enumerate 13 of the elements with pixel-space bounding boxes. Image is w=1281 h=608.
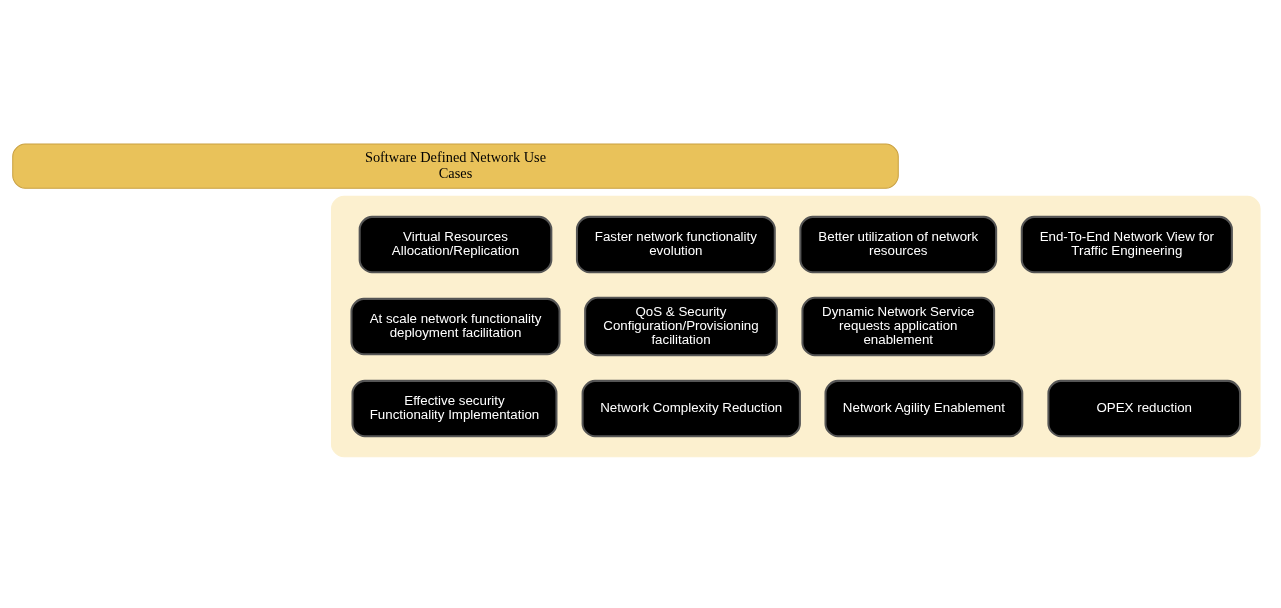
node-box: Dynamic Network Service requests application enablement bbox=[801, 296, 996, 356]
node-box: At scale network functionality deployment facilitation bbox=[350, 297, 561, 355]
node-box: OPEX reduction bbox=[1047, 379, 1242, 437]
node-box: Software Defined Network Use Cases bbox=[12, 143, 899, 189]
node-box: Virtual Resources Allocation/Replication bbox=[358, 215, 553, 273]
node-box: Network Agility Enablement bbox=[824, 379, 1024, 437]
node-box: QoS & Security Configuration/Provisioning facilitation bbox=[584, 296, 778, 356]
node-box: Faster network functionality evolution bbox=[575, 215, 776, 273]
node-box: Network Complexity Reduction bbox=[581, 379, 801, 437]
node-box: End-To-End Network View for Traffic Engineering bbox=[1020, 215, 1233, 273]
cluster bbox=[331, 195, 1261, 457]
node-box: Better utilization of network resources bbox=[799, 215, 998, 273]
node-box: Effective security Functionality Implementation bbox=[351, 379, 558, 437]
